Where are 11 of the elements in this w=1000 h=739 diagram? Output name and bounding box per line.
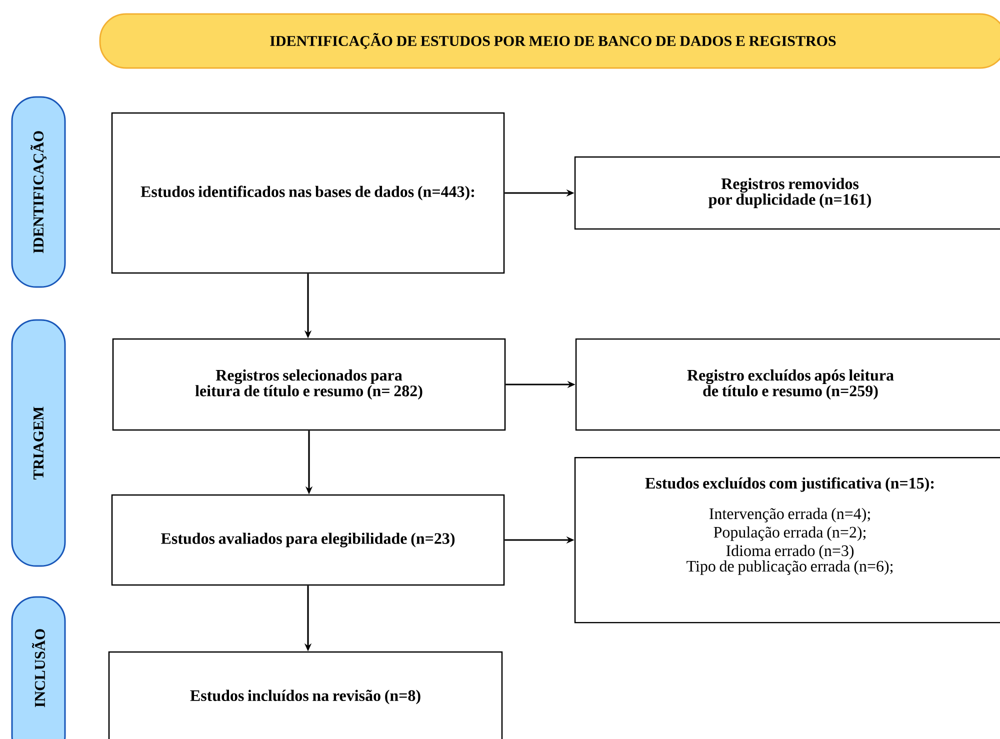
process-box: Registros removidos por duplicidade (n=161) xyxy=(574,156,1000,230)
process-box: Estudos excluídos com justificativa (n=15): Intervenção errada (n=4); População errada (n=2); Idioma errado (n=3) Tipo de publicação errada (n=6); xyxy=(574,457,1000,624)
phase-band: TRIAGEM xyxy=(11,319,66,567)
phase-band: IDENTIFICAÇÃO xyxy=(11,96,66,288)
process-box: Estudos incluídos na revisão (n=8) xyxy=(108,651,503,739)
phase-band: INCLUSÃO xyxy=(11,596,66,739)
process-box: Registro excluídos após leitura de título e resumo (n=259) xyxy=(575,338,1000,431)
process-box: Estudos identificados nas bases de dados (n=443): xyxy=(111,112,505,274)
process-box: Registros selecionados para leitura de título e resumo (n= 282) xyxy=(112,338,506,431)
process-box: Estudos avaliados para elegibilidade (n=23) xyxy=(111,494,505,586)
heading-band: IDENTIFICAÇÃO DE ESTUDOS POR MEIO DE BANCO DE DADOS E REGISTROS xyxy=(99,13,1000,69)
